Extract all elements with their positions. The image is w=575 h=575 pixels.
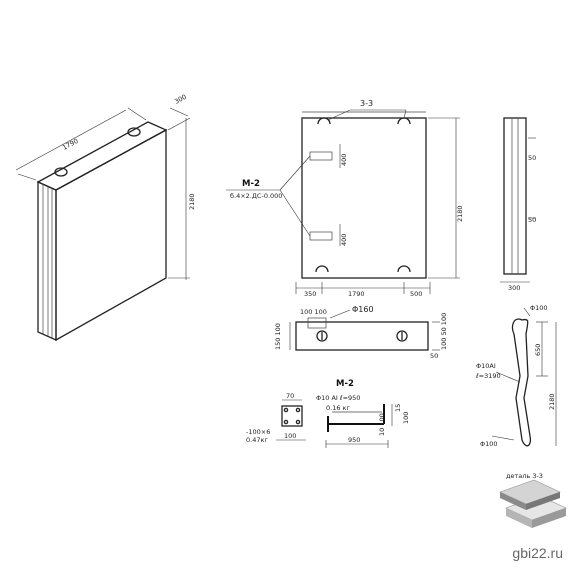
loop-bar: Φ10AI (476, 362, 496, 370)
top-detail (289, 309, 440, 351)
gap-lower: 400 (340, 234, 348, 246)
iso-height: 2180 (188, 193, 196, 210)
side-elevation (500, 117, 536, 283)
left-dim: 150 100 (274, 323, 282, 350)
m2-spec: Φ10 AI ℓ=950 (316, 394, 360, 402)
embed-sub: б.4×2.ДС-0.000 (230, 192, 282, 200)
loop-length: ℓ=3190 (476, 372, 501, 380)
isometric-panel (15, 107, 191, 342)
site-logo-icon (499, 479, 567, 528)
m2-h3: 10 100 (378, 413, 386, 436)
section-mark: 3-3 (360, 99, 373, 108)
right-dim: 100 50 100 (440, 313, 448, 350)
m2-length: 950 (348, 436, 360, 444)
detail-caption: деталь 3-3 (506, 472, 543, 480)
side-dim-upper: 50 (528, 154, 536, 162)
gap-upper: 400 (340, 154, 348, 166)
m2-h2: 100 (402, 412, 410, 424)
front-height: 2180 (456, 205, 464, 222)
loop-total: 2180 (548, 393, 556, 410)
plate-detail (276, 399, 306, 441)
plate-weight: 0.47кг (246, 436, 268, 444)
offset-right: 500 (410, 290, 422, 298)
loop-bottom: Φ100 (480, 440, 498, 448)
front-elevation (226, 109, 460, 294)
embed-mark: M-2 (242, 179, 260, 189)
plate-base: 100 (284, 432, 296, 440)
side-thickness: 300 (508, 284, 520, 292)
m2-h1: 15 (394, 404, 402, 412)
m2-detail (325, 404, 393, 448)
hole-diameter: Φ160 (352, 305, 374, 314)
top-dim: 100 100 (300, 308, 327, 316)
loop-top: Φ100 (530, 304, 548, 312)
bottom-dim: 50 (430, 352, 438, 360)
front-width: 1790 (348, 290, 365, 298)
loop-650: 650 (534, 344, 542, 356)
m2-title: M-2 (336, 379, 354, 389)
loop-detail (491, 307, 557, 447)
side-dim-lower: 50 (528, 216, 536, 224)
iso-length: 1790 (61, 137, 79, 152)
m2-weight: 0.16 кг (326, 404, 350, 412)
site-url: gbi22.ru (512, 545, 563, 561)
plate-label: -100×6 (246, 428, 270, 436)
iso-thickness: 300 (173, 93, 188, 106)
plate-width: 70 (286, 392, 294, 400)
offset-left: 350 (304, 290, 316, 298)
